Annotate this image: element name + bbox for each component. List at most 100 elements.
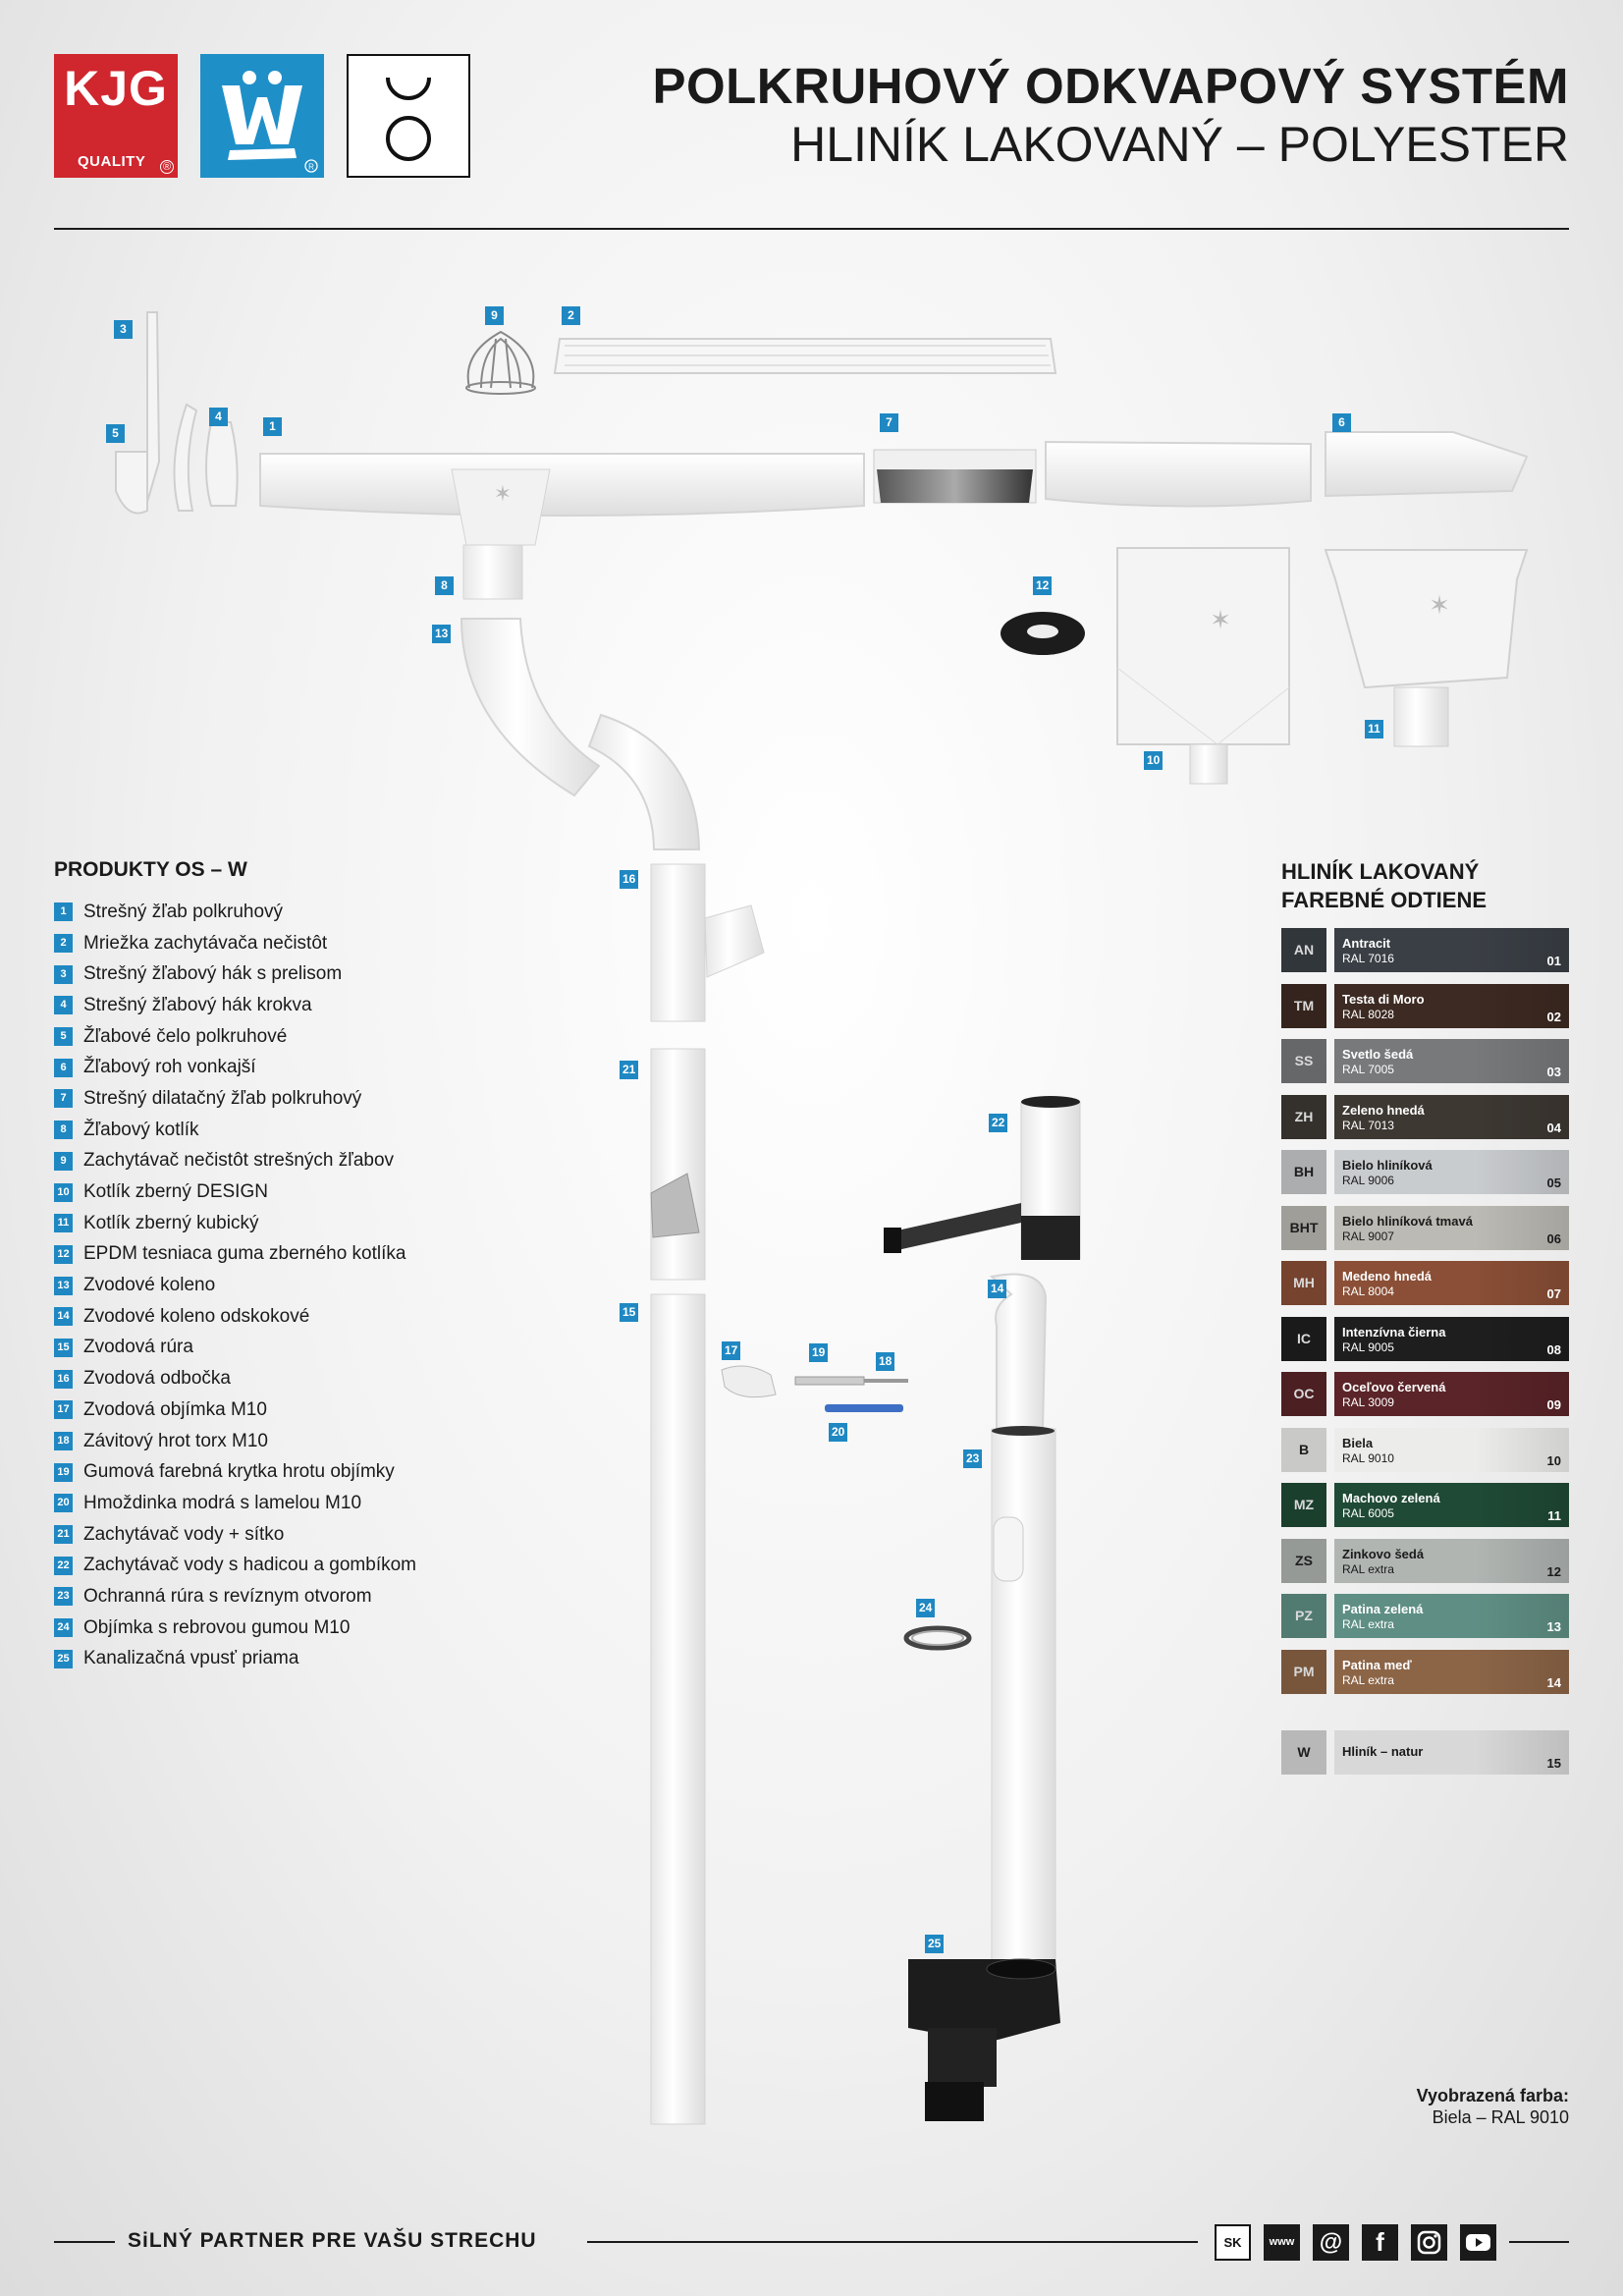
youtube-icon[interactable] xyxy=(1460,2224,1496,2261)
colors-title: HLINÍK LAKOVANÝ FAREBNÉ ODTIENE xyxy=(1281,857,1487,914)
badge-16: 16 xyxy=(620,870,639,889)
color-code: PZ xyxy=(1281,1594,1326,1638)
email-icon[interactable]: @ xyxy=(1313,2224,1349,2261)
crown-w-icon: R xyxy=(222,71,318,173)
gutter-system-illustration: ✶ ✶ ✶ xyxy=(115,311,1529,2125)
design-hopper: ✶ xyxy=(1116,547,1290,785)
website-icon[interactable]: www xyxy=(1264,2224,1300,2261)
footer-rule-left xyxy=(54,2241,115,2243)
product-label: Strešný žľabový hák s prelisom xyxy=(83,963,343,985)
page-subtitle: HLINÍK LAKOVANÝ – POLYESTER xyxy=(790,117,1569,172)
color-name: Medeno hnedá xyxy=(1342,1269,1433,1284)
product-list-item: 12 EPDM tesniaca guma zberného kotlíka xyxy=(54,1239,416,1271)
color-number: 04 xyxy=(1546,1120,1561,1135)
color-ral: RAL extra xyxy=(1342,1672,1394,1687)
instagram-icon[interactable] xyxy=(1411,2224,1447,2261)
color-ral: RAL 9005 xyxy=(1342,1339,1394,1354)
color-code: SS xyxy=(1281,1039,1326,1083)
product-label: Žľabové čelo polkruhové xyxy=(83,1025,288,1047)
svg-text:R: R xyxy=(308,163,314,172)
product-label: Zvodová objímka M10 xyxy=(83,1398,267,1420)
color-code: BHT xyxy=(1281,1205,1326,1250)
product-label: Zachytávač vody + sítko xyxy=(83,1523,285,1545)
color-name: Antracit xyxy=(1342,936,1391,951)
badge-13: 13 xyxy=(432,625,452,643)
color-name: Patina zelená xyxy=(1342,1602,1424,1616)
product-number-badge: 5 xyxy=(54,1027,73,1047)
header-divider xyxy=(54,228,1569,230)
color-code: ZH xyxy=(1281,1094,1326,1139)
badge-25: 25 xyxy=(925,1935,945,1953)
facebook-icon[interactable]: f xyxy=(1362,2224,1398,2261)
product-label: Kanalizačná vpusť priama xyxy=(83,1648,299,1669)
drain-gully xyxy=(908,1958,1060,2121)
product-label: Ochranná rúra s revíznym otvorom xyxy=(83,1585,372,1607)
color-code: MZ xyxy=(1281,1483,1326,1527)
gutter-hooks xyxy=(115,311,239,515)
color-number: 11 xyxy=(1547,1508,1561,1523)
product-number-badge: 12 xyxy=(54,1244,73,1264)
badge-3: 3 xyxy=(114,320,133,339)
color-ral: RAL 9007 xyxy=(1342,1229,1394,1243)
page-title: POLKRUHOVÝ ODKVAPOVÝ SYSTÉM xyxy=(652,58,1569,114)
color-name: Intenzívna čierna xyxy=(1342,1324,1446,1339)
footer-rule-right xyxy=(1509,2241,1569,2243)
product-number-badge: 20 xyxy=(54,1494,73,1513)
os-profile-logo xyxy=(347,54,470,178)
product-number-badge: 24 xyxy=(54,1618,73,1638)
color-name: Bielo hliníková xyxy=(1342,1158,1433,1173)
footer-slogan: SiLNÝ PARTNER PRE VAŠU STRECHU xyxy=(128,2229,537,2252)
color-code: BH xyxy=(1281,1150,1326,1194)
product-number-badge: 21 xyxy=(54,1525,73,1545)
color-name: Biela xyxy=(1342,1435,1374,1450)
product-label: Zachytávač nečistôt strešných žľabov xyxy=(83,1150,395,1172)
product-label: Zvodová rúra xyxy=(83,1337,193,1358)
product-number-badge: 14 xyxy=(54,1307,73,1327)
product-label: Zvodová odbočka xyxy=(83,1368,231,1390)
product-label: Žľabový kotlík xyxy=(83,1119,199,1140)
color-code: MH xyxy=(1281,1261,1326,1305)
badge-20: 20 xyxy=(829,1423,848,1442)
gutter-section xyxy=(1045,440,1312,508)
badge-1: 1 xyxy=(263,417,282,436)
color-code: B xyxy=(1281,1427,1326,1472)
color-number: 12 xyxy=(1546,1563,1561,1579)
badge-9: 9 xyxy=(485,306,504,325)
badge-19: 19 xyxy=(809,1343,829,1362)
color-name: Zeleno hnedá xyxy=(1342,1102,1425,1118)
product-number-badge: 11 xyxy=(54,1214,73,1233)
colors-title-line2: FAREBNÉ ODTIENE xyxy=(1281,888,1488,912)
color-number: 08 xyxy=(1546,1341,1561,1357)
pipe-bracket-parts xyxy=(721,1365,908,1412)
product-label: Zvodové koleno xyxy=(83,1275,216,1296)
product-number-badge: 22 xyxy=(54,1556,73,1575)
color-code: ZS xyxy=(1281,1538,1326,1583)
product-label: EPDM tesniaca guma zberného kotlíka xyxy=(83,1243,406,1265)
language-sk-button[interactable]: SK xyxy=(1215,2224,1251,2261)
color-number: 10 xyxy=(1546,1452,1561,1468)
badge-11: 11 xyxy=(1365,720,1383,738)
shown-color-label: Vyobrazená farba: xyxy=(1416,2086,1569,2105)
product-label: Závitový hrot torx M10 xyxy=(83,1430,268,1451)
product-number-badge: 2 xyxy=(54,934,73,954)
color-name: Zinkovo šedá xyxy=(1342,1546,1425,1561)
kjg-quality-text: QUALITY xyxy=(78,153,146,170)
